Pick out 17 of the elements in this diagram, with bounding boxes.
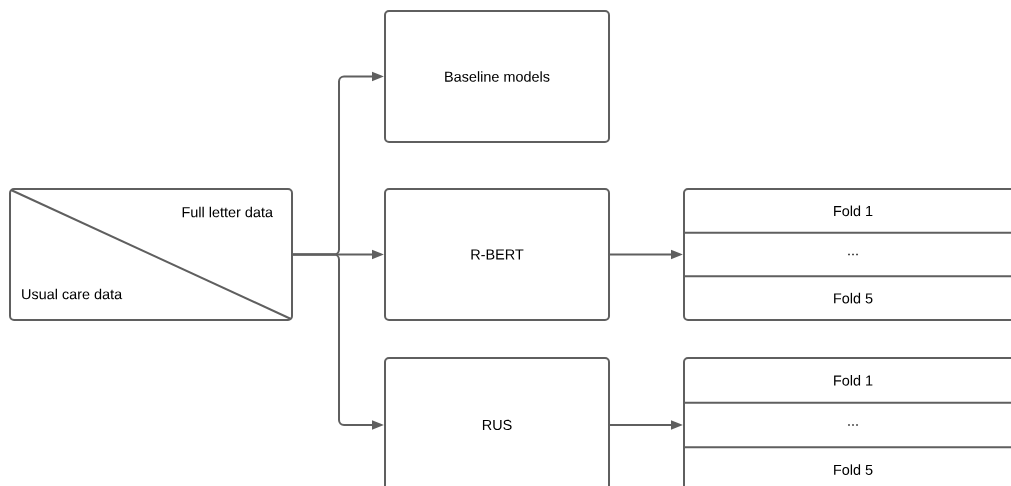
fold-label: ... xyxy=(848,424,858,426)
fold-table xyxy=(683,188,1011,321)
fold-label: Fold 1 xyxy=(834,375,873,386)
fold-label: Fold 1 xyxy=(834,205,873,217)
data-box xyxy=(9,188,293,321)
box-label: RUS xyxy=(482,419,512,431)
box-label: R-BERT xyxy=(471,249,524,260)
box-label: Baseline models xyxy=(445,71,550,82)
process-box xyxy=(384,188,610,321)
fold-label: ... xyxy=(848,253,858,256)
process-box xyxy=(384,357,610,486)
fold-label: Fold 5 xyxy=(834,292,873,304)
fold-table xyxy=(683,357,1011,486)
text-label: Usual care data xyxy=(22,288,123,300)
process-box xyxy=(384,10,610,143)
text-label: Full letter data xyxy=(182,206,273,218)
fold-label: Fold 5 xyxy=(834,464,873,475)
